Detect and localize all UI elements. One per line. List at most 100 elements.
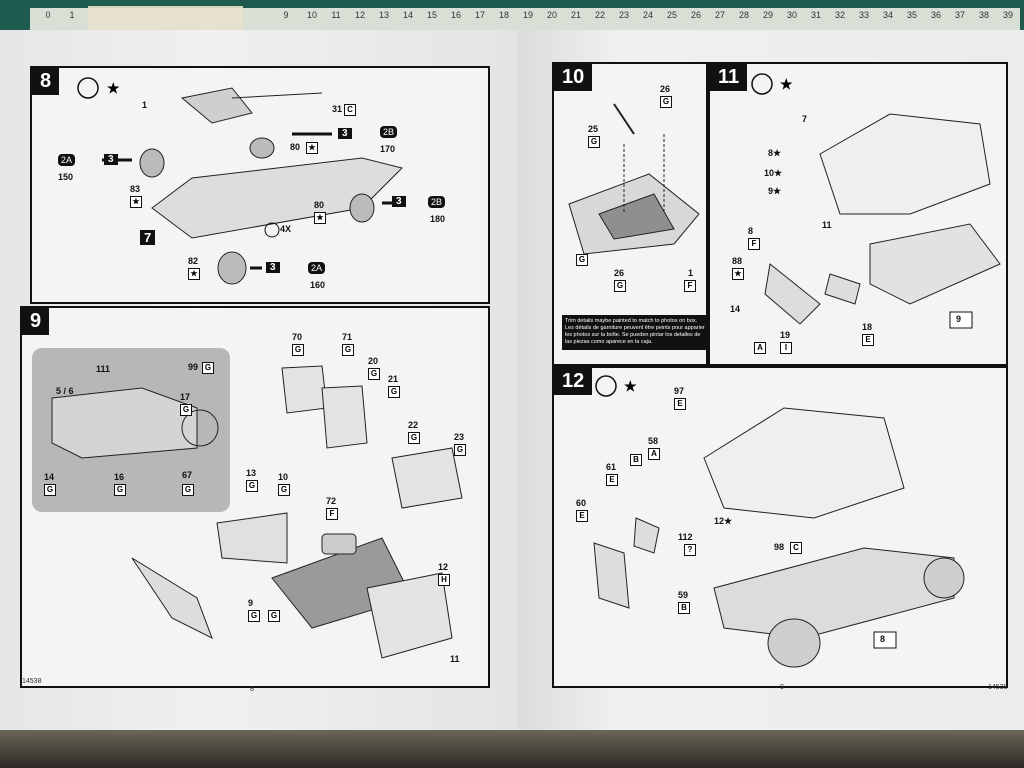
part-label: 70 [292, 332, 303, 342]
part-box: H [438, 574, 450, 586]
step-ref: 9 [956, 314, 962, 324]
part-label: 18 [862, 322, 873, 332]
value-label: 180 [430, 214, 446, 224]
cab-drawing: ★ [751, 73, 1001, 329]
part-label: 80 [290, 142, 301, 152]
part-box: ★ [188, 268, 200, 280]
part-box: ★ [306, 142, 318, 154]
part-label: 58 [648, 436, 659, 446]
step-number: 8 [32, 68, 60, 95]
ruler-tick: 21 [570, 10, 582, 20]
ruler-tick: 1 [69, 10, 75, 20]
ruler-tick: 10 [306, 10, 318, 20]
ruler-tick: 28 [738, 10, 750, 20]
part-label: 25 [588, 124, 599, 134]
part-label: 20 [368, 356, 379, 366]
part-box: G [388, 386, 400, 398]
part-label: 82 [188, 256, 199, 266]
part-label: 83 [130, 184, 141, 194]
part-label: 23 [454, 432, 465, 442]
ruler-tick: 39 [1002, 10, 1014, 20]
part-box: F [748, 238, 760, 250]
part-box: E [862, 334, 874, 346]
ruler-tick: 9 [283, 10, 289, 20]
value-label: 170 [380, 144, 396, 154]
paint-code: 2B [380, 126, 398, 138]
ruler-tick: 26 [690, 10, 702, 20]
part-box: G [292, 344, 304, 356]
ruler-tick: 32 [834, 10, 846, 20]
part-label: 72 [326, 496, 337, 506]
ruler-tick: 18 [498, 10, 510, 20]
part-box: B [630, 454, 642, 466]
part-label: 1 [688, 268, 694, 278]
part-label: 13 [246, 468, 257, 478]
step-number: 11 [710, 64, 748, 91]
part-box: G [202, 362, 214, 374]
part-label: 31 [332, 104, 343, 114]
part-label: 11 [450, 654, 460, 664]
ruler-tick: 13 [378, 10, 390, 20]
part-box: B [678, 602, 690, 614]
ruler-tick: 20 [546, 10, 558, 20]
part-label: 16 [114, 472, 125, 482]
svg-text:★: ★ [780, 76, 793, 92]
part-label: 12 [438, 562, 449, 572]
paint-note: Trim details maybe painted to match to p… [562, 315, 710, 350]
part-box: C [344, 104, 356, 116]
part-box: G [614, 280, 626, 292]
ruler-tick: 0 [45, 10, 51, 20]
part-box: G [408, 432, 420, 444]
part-box: G [454, 444, 466, 456]
paint-code: 2B [428, 196, 446, 208]
part-box: I [780, 342, 792, 354]
part-box: G [44, 484, 56, 496]
part-label: 88 [732, 256, 743, 266]
times-label: 4X [280, 224, 292, 234]
step-12-panel: 12 ★ 97 E 58 A B 61 E 60 E 112 ? 12★ 98 … [552, 366, 1008, 688]
left-page-code: 14538 [22, 678, 42, 685]
step-9-panel: 9 70 G 71 G 20 G 21 G 22 G 23 G 99 G 111… [20, 306, 490, 688]
part-label: 61 [606, 462, 617, 472]
part-box: G [278, 484, 290, 496]
part-box: E [606, 474, 618, 486]
value-label: 160 [310, 280, 326, 290]
ruler-tick: 35 [906, 10, 918, 20]
ruler-tick: 30 [786, 10, 798, 20]
part-label: 98 [774, 542, 785, 552]
ruler-tick: 27 [714, 10, 726, 20]
step-8-panel: 8 ★ 1 31 C 80 ★ 3 2B 170 2A 3 150 83 ★ 8… [30, 66, 490, 304]
paint-code: 2A [308, 262, 326, 274]
ruler-tick: 19 [522, 10, 534, 20]
part-box: E [576, 510, 588, 522]
right-page-number: 9 [780, 684, 784, 691]
part-label: 80 [314, 200, 325, 210]
part-label: 19 [780, 330, 791, 340]
part-label: 14 [44, 472, 55, 482]
ruler-tick: 34 [882, 10, 894, 20]
part-box: ★ [314, 212, 326, 224]
part-box: G [248, 610, 260, 622]
ruler-tick: 12 [354, 10, 366, 20]
ruler-tick: 38 [978, 10, 990, 20]
svg-text:★: ★ [624, 378, 637, 394]
part-label: 9 [248, 598, 254, 608]
left-page-number: 8 [250, 686, 254, 693]
ruler-tick: 24 [642, 10, 654, 20]
part-box: F [326, 508, 338, 520]
part-label: 10 [278, 472, 289, 482]
ruler-tick: 15 [426, 10, 438, 20]
callout-step: 7 [140, 230, 156, 245]
part-label: 14 [730, 304, 741, 314]
ruler-tick: 14 [402, 10, 414, 20]
step-number: 12 [554, 368, 593, 395]
part-box: F [684, 280, 696, 292]
assembly-drawing: ★ [593, 375, 965, 668]
part-label: 60 [576, 498, 587, 508]
part-label: 10★ [764, 168, 783, 178]
part-label: 26 [660, 84, 671, 94]
part-box: G [180, 404, 192, 416]
part-label: 1 [142, 100, 148, 110]
callout-step: 3 [338, 128, 352, 139]
part-label: 22 [408, 420, 419, 430]
